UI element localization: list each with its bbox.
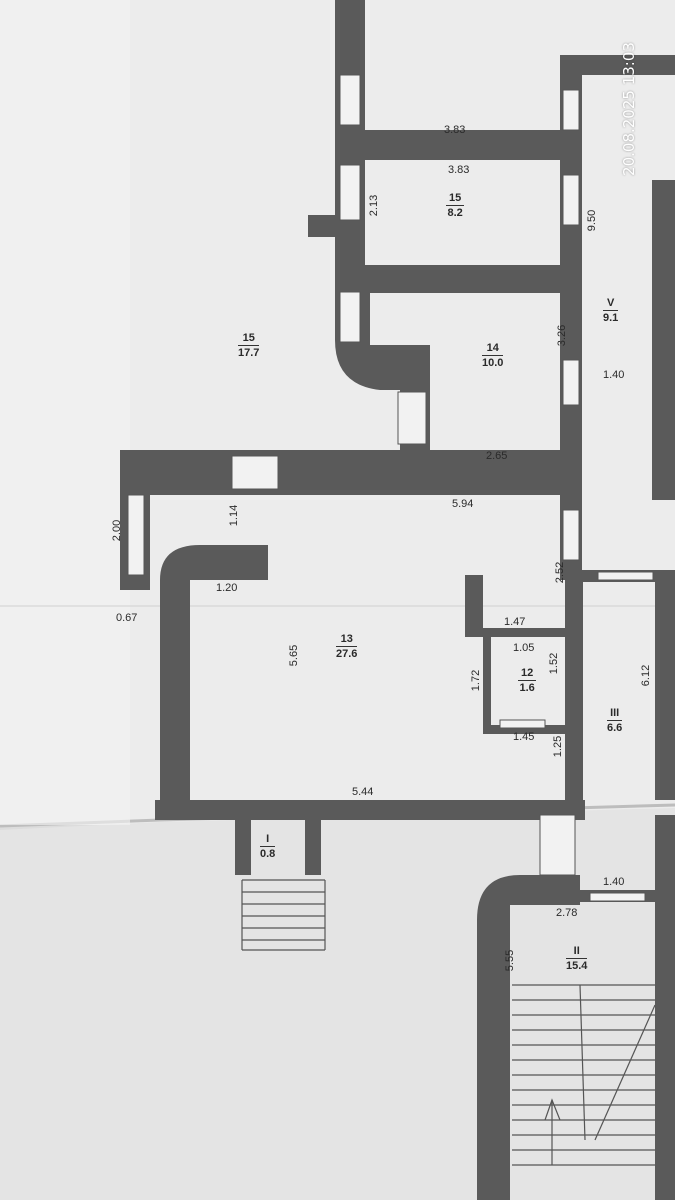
dim-950: 9.50 [586,209,599,232]
dim-383-inner: 3.83 [448,164,470,176]
dim-147: 1.47 [504,616,526,628]
dim-213: 2.13 [368,194,381,217]
dim-152: 1.52 [548,652,561,675]
dim-114: 1.14 [228,504,241,527]
dim-067: 0.67 [116,612,138,624]
dim-140-vertical: 1.40 [603,369,625,381]
photo-timestamp: 20.08.2025 13:03 [619,42,638,176]
dim-612: 6.12 [640,664,653,687]
dim-145: 1.45 [513,731,535,743]
dim-252: 2.52 [554,561,567,584]
dim-200: 2.00 [111,519,124,542]
dim-278: 2.78 [556,907,578,919]
stairwell-steps [512,984,656,1166]
dim-565: 5.65 [288,644,301,667]
dim-140-bottom: 1.40 [603,876,625,888]
dim-383-top: 3.83 [444,124,466,136]
dim-125: 1.25 [552,735,565,758]
dim-120: 1.20 [216,582,238,594]
entrance-stairs [241,879,326,951]
dim-105: 1.05 [513,642,535,654]
dim-265: 2.65 [486,450,508,462]
dim-326: 3.26 [556,324,569,347]
dim-544: 5.44 [352,786,374,798]
dim-555: 5.55 [504,949,517,972]
dim-172: 1.72 [470,669,483,692]
dim-594: 5.94 [452,498,474,510]
windows [127,74,654,902]
